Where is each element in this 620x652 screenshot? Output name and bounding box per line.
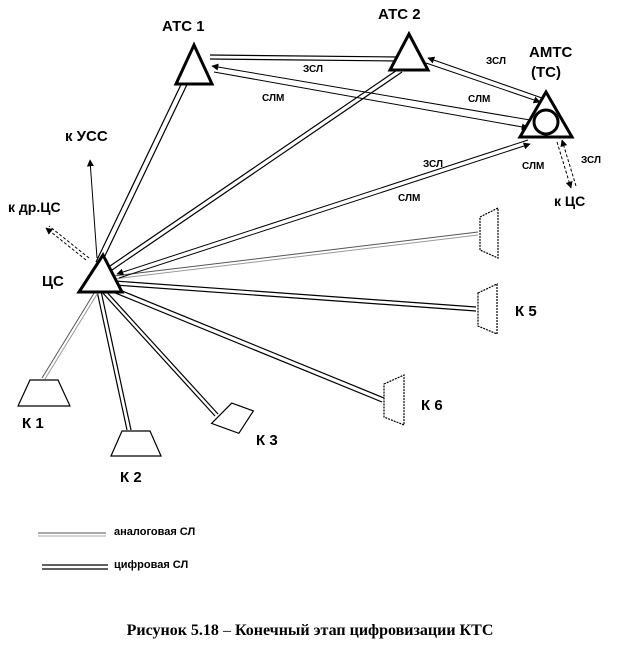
label-ats2: АТС 2 bbox=[378, 6, 421, 23]
label-slm-cs: СЛМ bbox=[398, 193, 421, 204]
amts-links bbox=[116, 56, 543, 279]
label-to-cs: к ЦС bbox=[554, 193, 586, 209]
node-amts bbox=[517, 89, 575, 139]
link-cs-k1 bbox=[41, 289, 100, 380]
label-amts-line1: АМТС bbox=[529, 44, 573, 61]
link-cs-ats2 bbox=[109, 67, 403, 271]
label-slm-ats1: СЛМ bbox=[262, 93, 285, 104]
analog-links bbox=[41, 231, 479, 380]
node-k2 bbox=[110, 430, 162, 457]
label-to-uss: к УСС bbox=[65, 128, 108, 145]
label-k2: К 2 bbox=[120, 469, 142, 486]
label-cs: ЦС bbox=[42, 273, 64, 290]
node-cs bbox=[76, 252, 125, 294]
label-zsl-ext: ЗСЛ bbox=[581, 155, 602, 166]
node-k6 bbox=[383, 374, 405, 426]
label-to-other-cs: к др.ЦС bbox=[8, 199, 61, 215]
label-zsl-ats2: ЗСЛ bbox=[486, 56, 507, 67]
link-cs-k6 bbox=[107, 285, 385, 403]
label-zsl-ats1: ЗСЛ bbox=[303, 64, 324, 75]
link-ats1-ats2 bbox=[209, 54, 399, 62]
link-cs-k3 bbox=[100, 288, 219, 417]
label-k5: К 5 bbox=[515, 303, 537, 320]
legend-digital-label: цифровая СЛ bbox=[114, 559, 189, 571]
node-ats2 bbox=[387, 30, 431, 72]
legend-analog-line bbox=[38, 532, 106, 537]
digital-links bbox=[95, 54, 477, 431]
node-k4 bbox=[479, 207, 499, 259]
label-k3: К 3 bbox=[256, 432, 278, 449]
caption-prefix: Рисунок 5.18 bbox=[126, 622, 219, 639]
link-cs-k4 bbox=[113, 231, 479, 280]
label-slm-ext: СЛМ bbox=[522, 161, 545, 172]
link-cs-ats1 bbox=[95, 69, 194, 265]
link-cs-k2 bbox=[96, 290, 132, 431]
node-k3 bbox=[210, 402, 255, 435]
arrow-to-other-cs bbox=[45, 227, 87, 261]
legend-analog-label: аналоговая СЛ bbox=[114, 526, 196, 538]
label-ats1: АТС 1 bbox=[162, 18, 205, 35]
label-k6: К 6 bbox=[421, 397, 443, 414]
node-k5 bbox=[477, 283, 498, 335]
arrow-to-uss bbox=[86, 159, 98, 259]
link-cs-k5 bbox=[114, 280, 477, 312]
arrow-to-cs bbox=[556, 141, 573, 189]
node-k1 bbox=[17, 379, 71, 407]
label-k1: К 1 bbox=[22, 415, 44, 432]
legend-digital-line bbox=[42, 564, 108, 570]
node-ats1 bbox=[173, 41, 215, 86]
figure-caption: Рисунок 5.18 – Конечный этап цифровизаци… bbox=[0, 622, 620, 640]
label-amts-line2: (ТС) bbox=[531, 64, 561, 81]
label-zsl-cs: ЗСЛ bbox=[423, 159, 444, 170]
caption-text: Конечный этап цифровизации КТС bbox=[234, 622, 494, 639]
external-links bbox=[45, 139, 577, 261]
label-slm-mid: СЛМ bbox=[468, 94, 491, 105]
caption-dash: – bbox=[218, 622, 235, 639]
